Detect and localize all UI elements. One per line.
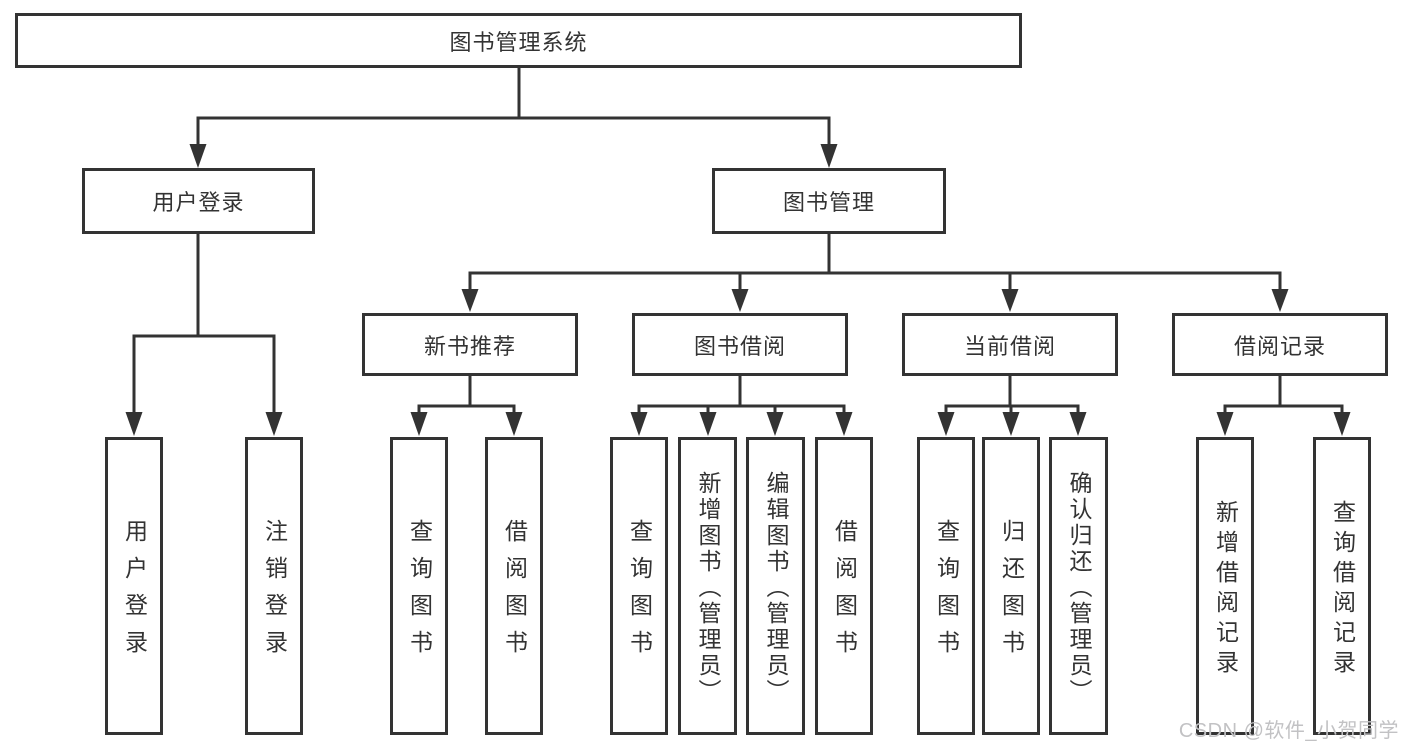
node-label: 查询借阅记录: [1329, 500, 1356, 680]
node-book-borrow: 图书借阅: [632, 313, 848, 376]
leaf-query-books-current: 查询图书: [917, 437, 975, 735]
leaf-query-books-borrow: 查询图书: [610, 437, 668, 735]
node-label: 查询图书: [933, 519, 960, 667]
node-label: 图书管理系统: [449, 29, 588, 55]
node-borrow-records: 借阅记录: [1172, 313, 1388, 376]
node-label: 借阅图书: [831, 519, 858, 667]
leaf-add-borrow-record: 新增借阅记录: [1196, 437, 1254, 735]
node-label: 借阅记录: [1233, 333, 1326, 359]
node-label: 编辑图书（管理员）: [763, 471, 789, 705]
leaf-logout: 注销登录: [245, 437, 303, 735]
node-label: 用户登录: [121, 519, 148, 667]
leaf-confirm-return-admin: 确认归还（管理员）: [1049, 437, 1108, 735]
leaf-query-borrow-record: 查询借阅记录: [1313, 437, 1371, 735]
node-user-login: 用户登录: [82, 168, 315, 234]
node-new-book-recommend: 新书推荐: [362, 313, 578, 376]
node-label: 用户登录: [152, 190, 245, 215]
node-label: 当前借阅: [963, 333, 1056, 359]
node-label: 确认归还（管理员）: [1066, 471, 1092, 705]
leaf-edit-books-admin: 编辑图书（管理员）: [746, 437, 805, 735]
node-label: 注销登录: [261, 519, 288, 667]
node-label: 借阅图书: [501, 519, 528, 667]
node-label: 新增借阅记录: [1212, 500, 1239, 680]
leaf-borrow-books-recommend: 借阅图书: [485, 437, 543, 735]
node-label: 图书借阅: [693, 333, 786, 359]
node-current-borrow: 当前借阅: [902, 313, 1118, 376]
node-label: 归还图书: [998, 519, 1025, 667]
node-library-system-root: 图书管理系统: [15, 13, 1022, 68]
leaf-query-books-recommend: 查询图书: [390, 437, 448, 735]
csdn-watermark: CSDN @软件_小贺同学: [1178, 720, 1399, 742]
leaf-return-books: 归还图书: [982, 437, 1040, 735]
node-book-management: 图书管理: [712, 168, 946, 234]
leaf-borrow-books: 借阅图书: [815, 437, 873, 735]
node-label: 新书推荐: [423, 333, 516, 359]
node-label: 查询图书: [406, 519, 433, 667]
node-label: 查询图书: [626, 519, 653, 667]
leaf-add-books-admin: 新增图书（管理员）: [678, 437, 737, 735]
leaf-user-login: 用户登录: [105, 437, 163, 735]
node-label: 图书管理: [782, 190, 875, 215]
node-label: 新增图书（管理员）: [695, 471, 721, 705]
